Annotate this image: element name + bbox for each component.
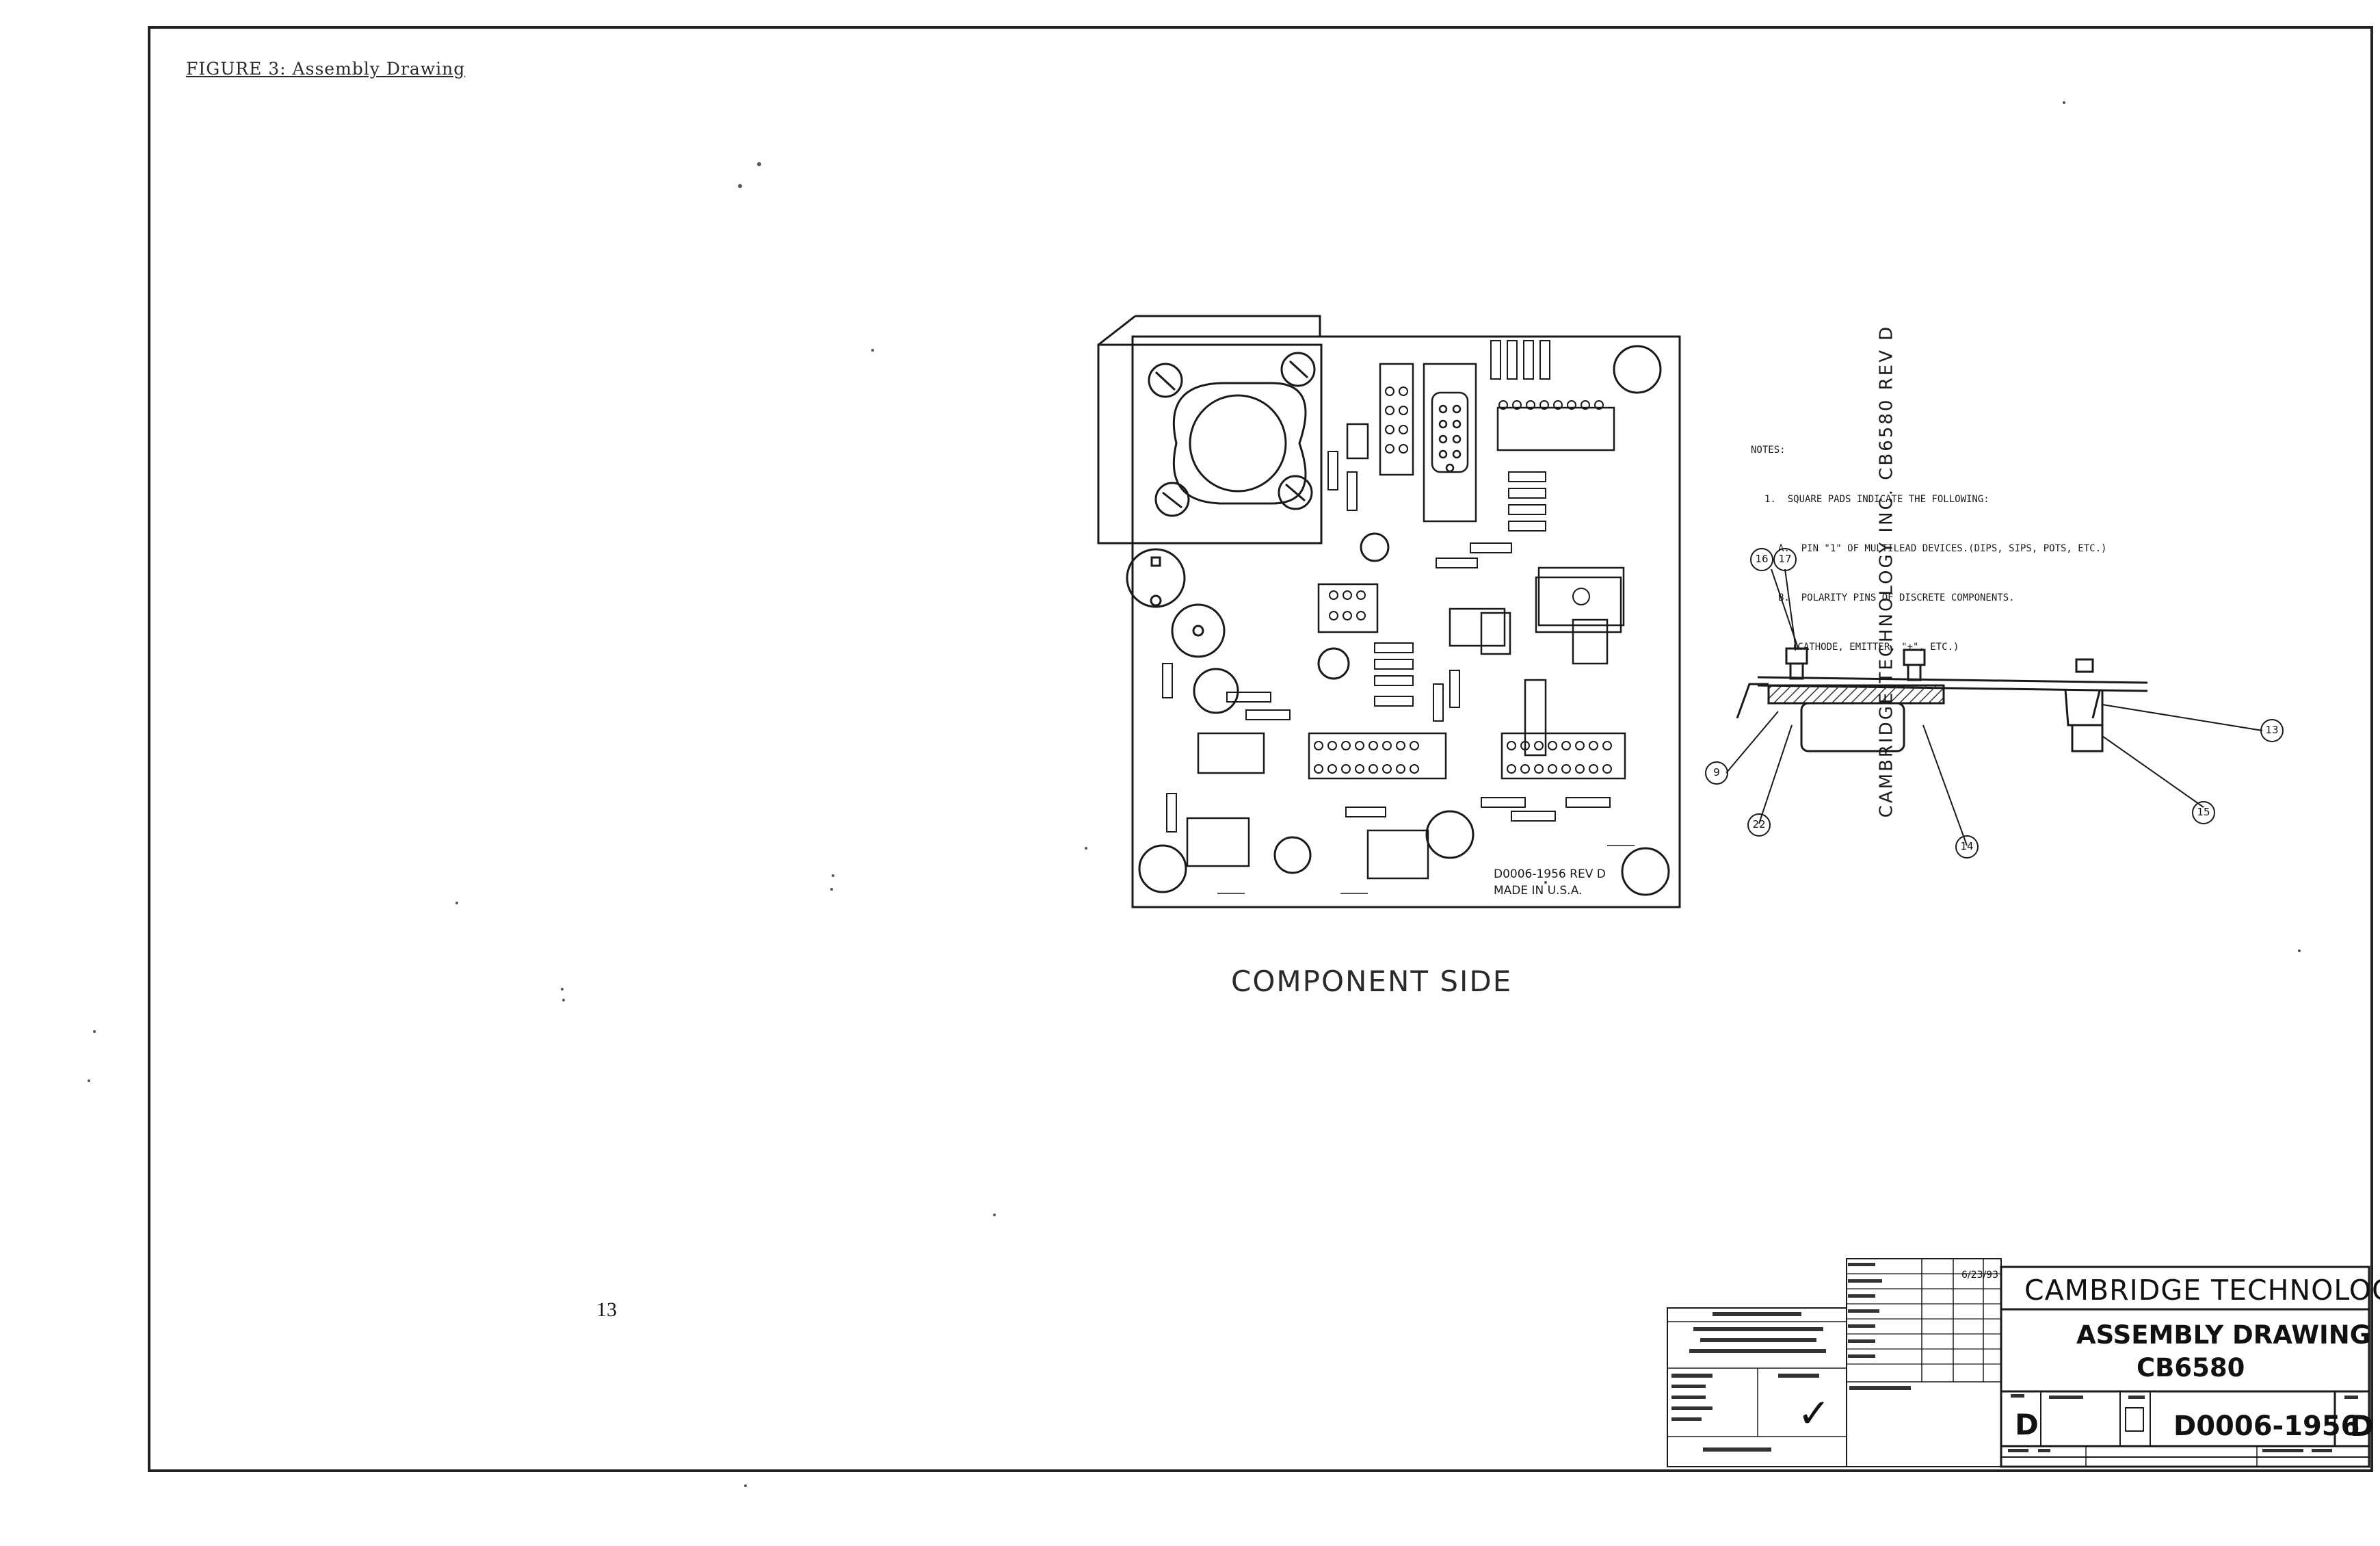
callout-label: 16 bbox=[1755, 553, 1769, 565]
regulator bbox=[1537, 566, 1625, 627]
pad-rows bbox=[1314, 386, 1612, 774]
callout-label: 22 bbox=[1752, 818, 1766, 830]
mount-hole bbox=[1138, 844, 1187, 893]
power-transistor bbox=[1148, 352, 1316, 517]
figure-caption: FIGURE 3: Assembly Drawing bbox=[186, 59, 466, 79]
board-view-label: COMPONENT SIDE bbox=[1231, 965, 1513, 998]
sheet-border bbox=[148, 26, 2373, 1472]
pcb-outline bbox=[1131, 335, 1681, 908]
transistor-mount bbox=[1097, 343, 1323, 545]
title-block-size: D bbox=[2015, 1408, 2039, 1441]
callout-label: 13 bbox=[2265, 724, 2279, 736]
mount-hole bbox=[1621, 847, 1670, 896]
title-block-title: ASSEMBLY DRAWING bbox=[2076, 1320, 2371, 1350]
callout-label: 14 bbox=[1960, 840, 1974, 852]
title-block-drawing-number: D0006-1956 bbox=[2173, 1411, 2360, 1442]
silkscreen-ticks bbox=[1217, 845, 1635, 894]
title-block bbox=[1667, 1258, 2370, 1468]
mount-hole bbox=[1613, 345, 1662, 394]
pcb-silkscreen-made-in: MADE IN U.S.A. bbox=[1494, 884, 1583, 898]
heatsink-block bbox=[1767, 684, 1945, 705]
notes-line: (CATHODE, EMITTER, "+", ETC.) bbox=[1792, 642, 1959, 653]
notes-line: B. POLARITY PINS OF DISCRETE COMPONENTS. bbox=[1778, 592, 2015, 603]
dip-ics bbox=[1186, 363, 1626, 880]
notes-line: A. PIN "1" OF MULTILEAD DEVICES.(DIPS, S… bbox=[1778, 543, 2107, 554]
title-block-company: CAMBRIDGE TECHNOLOGY, INC. bbox=[2024, 1274, 2380, 1307]
notes-block: NOTES: 1. SQUARE PADS INDICATE THE FOLLO… bbox=[1751, 409, 2106, 672]
callout-label: 9 bbox=[1713, 766, 1720, 778]
title-block-subtitle: CB6580 bbox=[2137, 1353, 2245, 1383]
pcb-silkscreen-part-number: D0006-1956 REV D bbox=[1494, 867, 1606, 881]
section-view bbox=[1705, 548, 2284, 859]
notes-line: 1. SQUARE PADS INDICATE THE FOLLOWING: bbox=[1764, 494, 1989, 505]
approval-check-icon: ✓ bbox=[1797, 1390, 1831, 1437]
callout-label: 15 bbox=[2197, 806, 2210, 818]
page-number: 13 bbox=[596, 1298, 617, 1321]
callout-label: 17 bbox=[1778, 553, 1792, 565]
heatsink-outline bbox=[1135, 315, 1321, 337]
title-block-fine-print bbox=[1671, 1263, 2358, 1452]
scan-specks bbox=[88, 101, 2301, 1487]
resistors bbox=[1162, 340, 1611, 833]
notes-heading: NOTES: bbox=[1751, 445, 1786, 456]
dsub-connector bbox=[1423, 363, 1477, 523]
title-block-revision: D bbox=[2350, 1409, 2374, 1443]
title-block-date: 6/23/93 bbox=[1961, 1270, 1998, 1281]
pcb-assembly bbox=[1097, 315, 1681, 908]
